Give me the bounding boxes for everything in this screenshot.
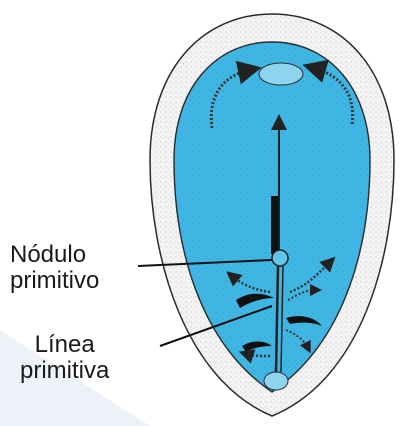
oropharyngeal-membrane bbox=[259, 63, 303, 85]
label-nodulo-line1: Nódulo bbox=[10, 242, 99, 268]
label-linea-line1: Línea bbox=[20, 332, 109, 358]
label-nodulo-line2: primitivo bbox=[10, 268, 99, 294]
primitive-node bbox=[272, 250, 288, 266]
label-linea-line2: primitiva bbox=[20, 358, 109, 384]
label-linea-primitiva: Línea primitiva bbox=[20, 332, 109, 384]
notochordal-process bbox=[271, 196, 278, 254]
cloacal-membrane bbox=[264, 372, 288, 390]
label-nodulo-primitivo: Nódulo primitivo bbox=[10, 242, 99, 294]
